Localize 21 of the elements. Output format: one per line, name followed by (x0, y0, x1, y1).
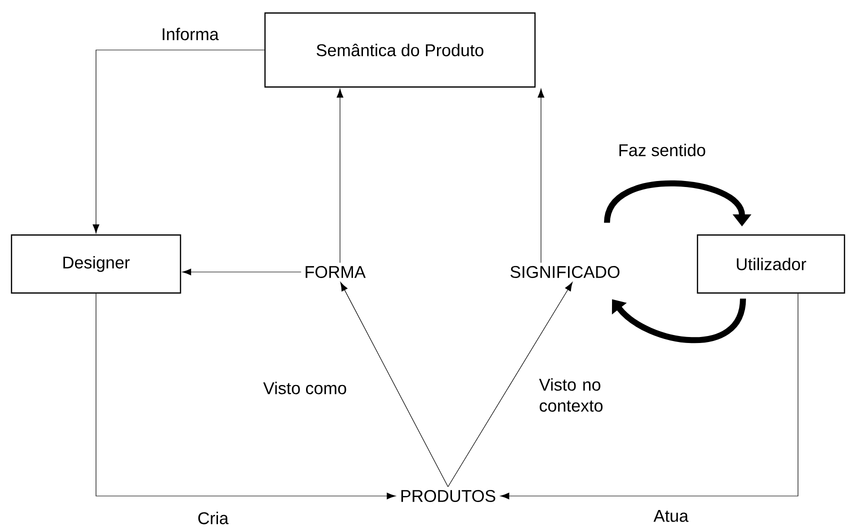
process-box: Semântica do Produto (264, 12, 536, 88)
edge-label: Faz sentido (619, 144, 706, 156)
arrow (92, 50, 265, 234)
arrow (340, 282, 448, 488)
process-box: Designer (10, 234, 182, 294)
curved-arrow (612, 298, 746, 344)
edge-label: Visto no contexto (539, 378, 603, 412)
arrow (500, 293, 798, 500)
node-label: FORMA (306, 266, 366, 278)
arrow (96, 293, 396, 500)
arrow (336, 88, 344, 264)
node-label: SIGNIFICADO (510, 266, 620, 278)
process-box: Utilizador (696, 234, 846, 294)
edge-label: Informa (162, 28, 219, 40)
arrow (448, 282, 573, 488)
arrow (182, 268, 302, 276)
edge-label: Cria (198, 512, 229, 524)
node-label: PRODUTOS (401, 490, 496, 502)
edge-label: Visto como (263, 382, 346, 394)
edge-label: Atua (654, 510, 688, 522)
arrow (538, 88, 544, 264)
